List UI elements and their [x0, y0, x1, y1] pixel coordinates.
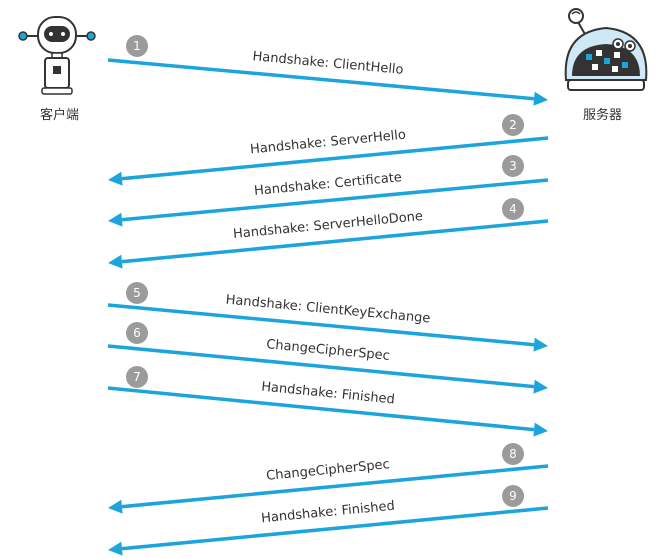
message-arrow-line [107, 58, 535, 101]
client-robot-icon [18, 16, 96, 95]
message-arrow-line [121, 178, 549, 222]
message-arrow-head [533, 337, 548, 352]
message-arrow-line [107, 344, 535, 389]
step-number-badge: 8 [502, 443, 524, 465]
message-arrow-head [108, 254, 123, 269]
step-number-badge: 4 [502, 198, 524, 220]
server-label: 服务器 [583, 108, 623, 123]
step-number-badge: 5 [126, 282, 148, 304]
message-arrow-head [533, 91, 548, 106]
step-number-badge: 3 [502, 155, 524, 177]
step-number-badge: 9 [502, 485, 524, 507]
message-arrow-head [108, 499, 123, 514]
message-arrow-head [108, 541, 123, 556]
message-arrow-line [107, 386, 535, 432]
message-arrow-head [533, 379, 548, 394]
message-arrow-line [107, 303, 535, 347]
message-arrow-line [121, 136, 549, 181]
message-arrow-line [121, 219, 549, 264]
client-label: 客户端 [40, 108, 80, 123]
step-number-badge: 2 [502, 114, 524, 136]
message-arrow-line [121, 464, 549, 509]
step-number-badge: 6 [126, 322, 148, 344]
step-number-badge: 1 [126, 35, 148, 57]
server-robot-icon [564, 8, 648, 91]
message-arrow-head [108, 171, 123, 186]
step-number-badge: 7 [126, 366, 148, 388]
message-arrow-line [121, 506, 549, 551]
message-arrow-head [108, 212, 123, 227]
message-arrow-head [533, 422, 548, 437]
